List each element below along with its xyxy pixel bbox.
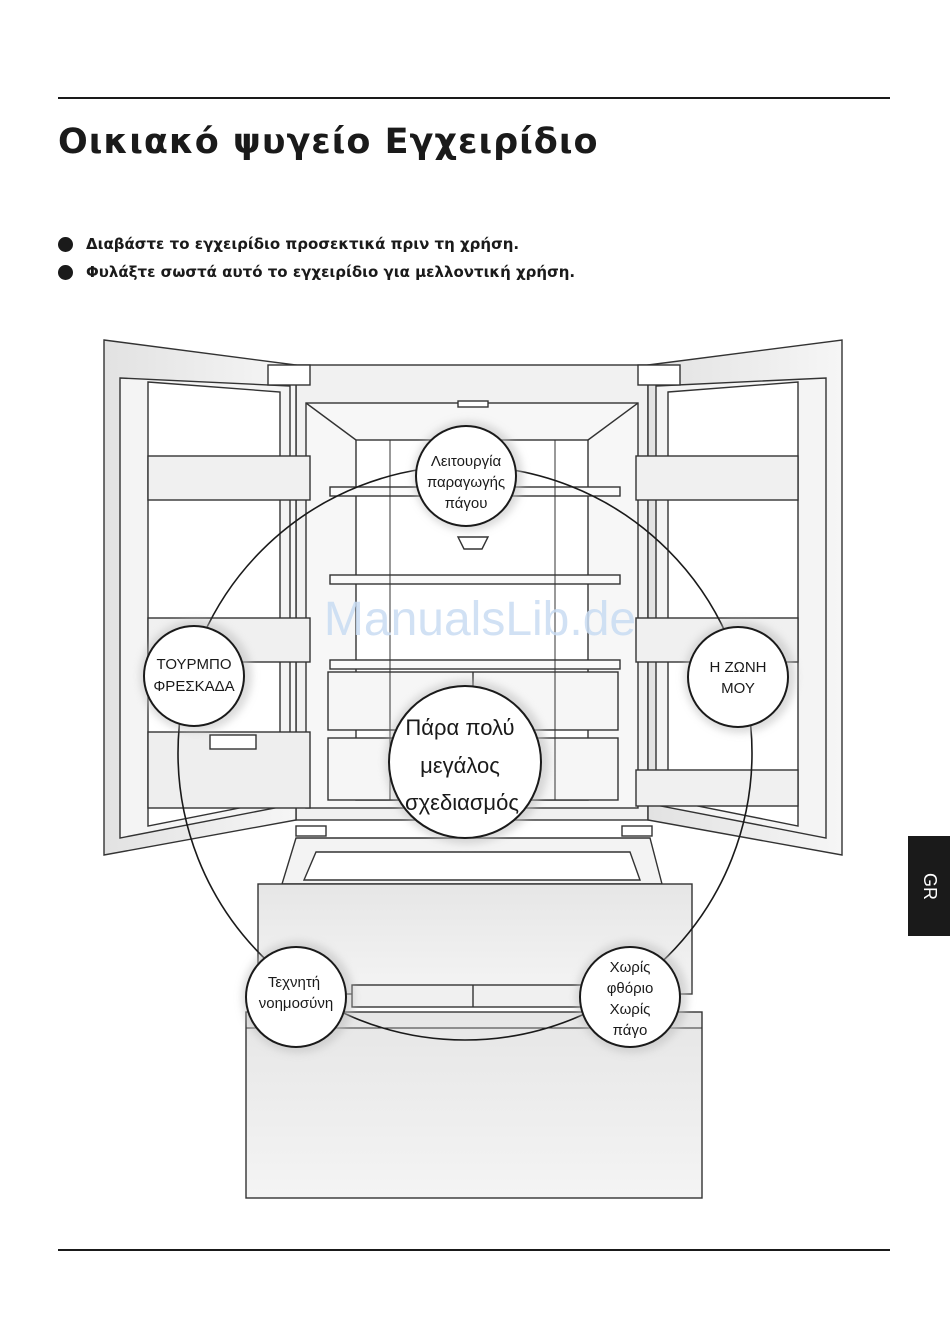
bottom-rule (58, 1249, 890, 1251)
language-tab-label: GR (919, 873, 940, 900)
watermark: ManualsLib.de (290, 592, 670, 647)
svg-text:Χωρίς: Χωρίς (610, 959, 651, 976)
svg-text:ΤΟΥΡΜΠΟ: ΤΟΥΡΜΠΟ (156, 656, 231, 673)
svg-text:ΦΡΕΣΚΑΔΑ: ΦΡΕΣΚΑΔΑ (153, 678, 234, 695)
badge-artificial-intelligence: Τεχνητή νοημοσύνη (242, 941, 354, 1053)
badge-extra-large-design: Πάρα πολύ μεγάλος σχεδιασμός (385, 680, 549, 844)
svg-text:Πάρα πολύ: Πάρα πολύ (405, 715, 514, 740)
language-tab: GR (908, 836, 950, 936)
svg-text:ΜΟΥ: ΜΟΥ (721, 680, 755, 697)
badge-no-fluorine-no-frost: Χωρίς φθόριο Χωρίς πάγο (576, 941, 688, 1053)
svg-text:νοημοσύνη: νοημοσύνη (259, 995, 333, 1012)
svg-text:Η ΖΩΝΗ: Η ΖΩΝΗ (709, 659, 766, 676)
svg-text:Λειτουργία: Λειτουργία (431, 453, 502, 470)
svg-text:σχεδιασμός: σχεδιασμός (405, 790, 519, 815)
svg-text:μεγάλος: μεγάλος (420, 753, 500, 778)
svg-text:πάγο: πάγο (613, 1022, 648, 1039)
svg-text:φθόριο: φθόριο (607, 980, 654, 997)
svg-text:παραγωγής: παραγωγής (427, 474, 505, 491)
badge-my-zone: Η ΖΩΝΗ ΜΟΥ (684, 621, 796, 733)
svg-text:Χωρίς: Χωρίς (610, 1001, 651, 1018)
badge-ice-making: Λειτουργία παραγωγής πάγου (413, 421, 523, 531)
svg-text:πάγου: πάγου (445, 495, 488, 512)
badge-turbo-fresh: ΤΟΥΡΜΠΟ ΦΡΕΣΚΑΔΑ (140, 620, 252, 732)
svg-text:Τεχνητή: Τεχνητή (268, 974, 320, 991)
